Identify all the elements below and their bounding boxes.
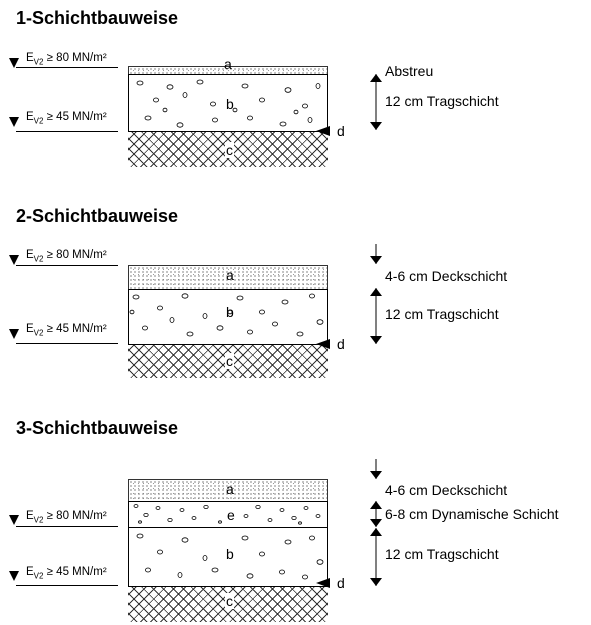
ev2-top-label: EV2 ≥ 80 MN/m² (26, 510, 107, 525)
letter-c: c (225, 353, 234, 369)
section-title: 3-Schichtbauweise (16, 418, 179, 438)
layer-a-abstreu (128, 66, 328, 74)
level-line (16, 585, 118, 586)
letter-c: c (225, 142, 234, 158)
label-tragschicht: 12 cm Tragschicht (385, 306, 499, 322)
ev2-top-label: EV2 ≥ 80 MN/m² (26, 52, 107, 67)
letter-d: d (337, 123, 345, 139)
pebble-pattern (136, 79, 321, 128)
layer-a-deckschicht (128, 265, 328, 289)
section-3-schichtbauweise: 3-Schichtbauweise EV2 ≥ 80 MN/m² EV2 ≥ 4… (0, 412, 591, 625)
level-line (16, 67, 118, 68)
section-title: 2-Schichtbauweise (16, 206, 179, 226)
letter-a: a (226, 267, 234, 283)
level-marker-icon (9, 571, 19, 581)
letter-d: d (337, 336, 345, 352)
pebble-pattern (133, 504, 324, 580)
geotextile-arrow-icon (316, 578, 330, 588)
layer-b-tragschicht (128, 74, 328, 131)
label-dynamische-schicht: 6-8 cm Dynamische Schicht (385, 506, 559, 522)
letter-a: a (224, 56, 232, 72)
geotextile-arrow-icon (316, 126, 330, 136)
level-marker-icon (9, 255, 19, 265)
level-marker-icon (9, 117, 19, 127)
ev2-top-label: EV2 ≥ 80 MN/m² (26, 249, 107, 264)
letter-b: b (226, 546, 234, 562)
pebble-pattern (129, 293, 324, 337)
section-1-schichtbauweise: 1-Schichtbauweise EV2 ≥ 80 MN/m² EV2 ≥ 4… (0, 0, 591, 170)
layer-a-deckschicht (128, 479, 328, 501)
level-line (16, 343, 118, 344)
ev2-bottom-label: EV2 ≥ 45 MN/m² (26, 323, 107, 338)
geotextile-arrow-icon (316, 339, 330, 349)
layer-b-tragschicht (128, 289, 328, 344)
label-deckschicht: 4-6 cm Deckschicht (385, 268, 508, 284)
label-tragschicht: 12 cm Tragschicht (385, 546, 499, 562)
section-title: 1-Schichtbauweise (16, 8, 179, 28)
letter-b: b (226, 304, 234, 320)
label-abstreu: Abstreu (385, 63, 434, 79)
layer-b-tragschicht (128, 527, 328, 586)
dimension-arrow-icon (370, 528, 382, 586)
layer-e-dynamische-schicht (128, 501, 328, 527)
letter-e: e (226, 507, 236, 523)
top-arrow-icon (370, 244, 382, 264)
letter-c: c (225, 593, 234, 609)
dimension-arrow-icon (370, 288, 382, 344)
letter-a: a (226, 481, 234, 497)
letter-b: b (226, 96, 234, 112)
level-line (16, 526, 118, 527)
level-line (16, 131, 118, 132)
letter-d: d (337, 575, 345, 591)
level-marker-icon (9, 329, 19, 339)
label-deckschicht: 4-6 cm Deckschicht (385, 482, 508, 498)
top-arrow-icon (370, 459, 382, 479)
dimension-arrow-icon (370, 74, 382, 130)
level-marker-icon (9, 58, 19, 68)
ev2-bottom-label: EV2 ≥ 45 MN/m² (26, 566, 107, 581)
level-line (16, 265, 118, 266)
section-2-schichtbauweise: 2-Schichtbauweise EV2 ≥ 80 MN/m² EV2 ≥ 4… (0, 200, 591, 390)
label-tragschicht: 12 cm Tragschicht (385, 93, 499, 109)
ev2-bottom-label: EV2 ≥ 45 MN/m² (26, 111, 107, 126)
dimension-arrow-icon (370, 501, 382, 527)
level-marker-icon (9, 515, 19, 525)
